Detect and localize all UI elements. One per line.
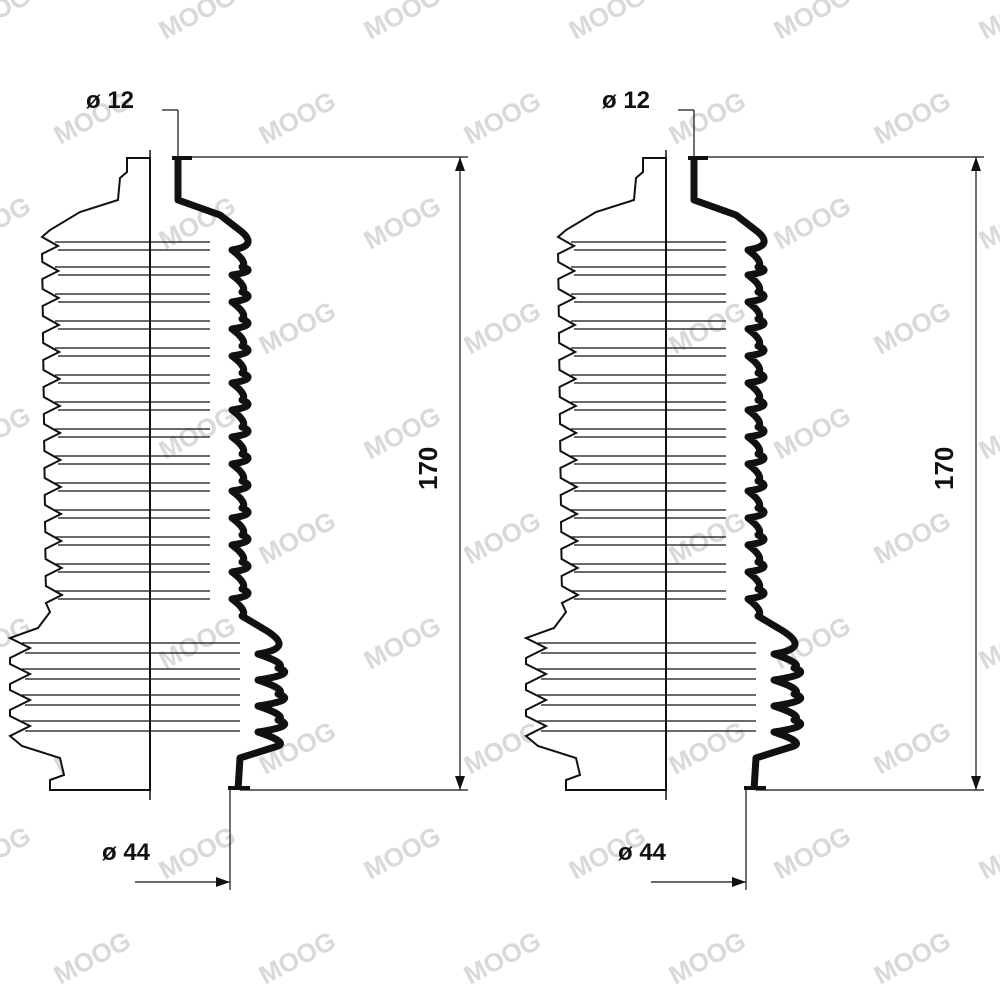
dimension-arrow	[971, 157, 981, 171]
moog-watermark: MOOG	[769, 400, 856, 465]
moog-watermark: MOOG	[254, 505, 341, 570]
moog-watermark: MOOG	[0, 190, 36, 255]
bellows-section-wall	[174, 158, 289, 791]
moog-watermark: MOOG	[769, 0, 856, 45]
moog-watermark: MOOG	[359, 610, 446, 675]
moog-watermark: MOOG	[0, 0, 36, 45]
moog-watermark: MOOG	[459, 925, 546, 990]
moog-watermark: MOOG	[254, 925, 341, 990]
bellows-boot-right: ø 12 ø 44 170	[523, 87, 984, 890]
moog-watermark: MOOG	[459, 715, 546, 780]
top-diameter-label: ø 12	[86, 87, 134, 114]
moog-watermark: MOOG	[869, 85, 956, 150]
dimension-arrow	[455, 157, 465, 171]
moog-watermark: MOOG	[254, 85, 341, 150]
moog-watermark: MOOG	[154, 820, 241, 885]
moog-watermark: MOOG	[49, 925, 136, 990]
moog-watermark: MOOG	[869, 505, 956, 570]
bellows-outline-half	[523, 157, 667, 791]
moog-watermark: MOOG	[974, 0, 1000, 45]
moog-watermark: MOOG	[974, 190, 1000, 255]
moog-watermark: MOOG	[869, 295, 956, 360]
moog-watermark: MOOG	[664, 715, 751, 780]
moog-watermark: MOOG	[154, 0, 241, 45]
moog-watermark: MOOG	[359, 0, 446, 45]
moog-watermark: MOOG	[0, 820, 36, 885]
moog-watermark: MOOG	[869, 715, 956, 780]
bellows-boot-left: ø 12 ø 44 170	[7, 87, 468, 890]
moog-watermark: MOOG	[564, 0, 651, 45]
length-label: 170	[413, 447, 443, 490]
moog-watermark: MOOG	[869, 925, 956, 990]
moog-watermark: MOOG	[974, 820, 1000, 885]
moog-watermark: MOOG	[769, 820, 856, 885]
moog-watermark: MOOG	[664, 505, 751, 570]
moog-watermark: MOOG	[359, 820, 446, 885]
moog-watermark: MOOG	[0, 400, 36, 465]
moog-watermark: MOOG	[459, 505, 546, 570]
moog-watermark: MOOG	[974, 400, 1000, 465]
moog-watermark: MOOG	[459, 85, 546, 150]
bellows-outline-half	[7, 157, 151, 791]
moog-watermark: MOOG	[254, 295, 341, 360]
length-label: 170	[929, 447, 959, 490]
dimension-arrow	[971, 776, 981, 790]
dimension-arrow	[216, 877, 230, 887]
bellows-body	[7, 109, 468, 890]
bottom-diameter-label: ø 44	[102, 839, 151, 866]
dimension-arrow	[455, 776, 465, 790]
dimension-arrow	[732, 877, 746, 887]
moog-watermark: MOOG	[459, 295, 546, 360]
bellows-section-wall	[690, 158, 805, 791]
moog-watermark: MOOG	[664, 925, 751, 990]
moog-watermark: MOOG	[359, 190, 446, 255]
top-diameter-label: ø 12	[602, 87, 650, 114]
moog-watermark: MOOG	[974, 610, 1000, 675]
moog-watermark: MOOG	[664, 295, 751, 360]
moog-watermark: MOOG	[664, 85, 751, 150]
moog-watermark: MOOG	[769, 190, 856, 255]
bellows-body	[523, 109, 984, 890]
moog-watermark: MOOG	[769, 610, 856, 675]
bottom-diameter-label: ø 44	[618, 839, 667, 866]
